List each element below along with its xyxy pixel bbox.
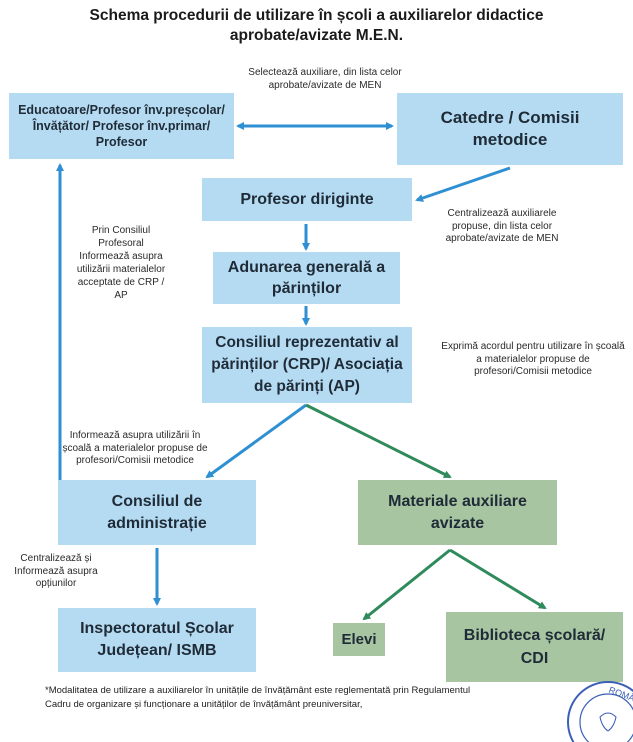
title-line-1: Schema procedurii de utilizare în școli … (89, 7, 544, 24)
box-profesor-diriginte: Profesor diriginte (202, 178, 412, 221)
diagram-title: Schema procedurii de utilizare în școli … (0, 6, 633, 46)
official-seal-icon: ROMÂNIA (567, 681, 633, 742)
box-elevi: Elevi (333, 623, 385, 656)
note-exprima-acordul: Exprimă acordul pentru utilizare în școa… (441, 341, 625, 377)
box-catedre: Catedre / Comisii metodice (397, 93, 623, 165)
footnote: *Modalitatea de utilizare a auxiliarelor… (45, 684, 470, 712)
box-adunarea-generala: Adunarea generală a părinților (213, 252, 400, 304)
title-line-2: aprobate/avizate M.E.N. (229, 27, 404, 44)
box-consiliul-administratie: Consiliul de administrație (58, 480, 256, 545)
box-biblioteca: Biblioteca școlară/ CDI (446, 612, 623, 682)
arrow-crp-administratie (205, 403, 307, 479)
note-centralizeaza: Centralizează auxiliarele propuse, din l… (445, 208, 559, 244)
box-inspectorat: Inspectoratul Școlar Județean/ ISMB (58, 608, 256, 672)
note-prin-consiliul: Prin Consiliul Profesoral Informează asu… (76, 225, 166, 301)
note-selecteaza: Selectează auxiliare, din lista celor ap… (248, 67, 402, 91)
footnote-line-1: *Modalitatea de utilizare a auxiliarelor… (45, 685, 471, 696)
box-materiale-auxiliare: Materiale auxiliare avizate (358, 480, 557, 545)
arrow-materiale-elevi (362, 548, 451, 621)
arrow-materiale-biblioteca (449, 548, 547, 610)
arrow-crp-materiale (305, 403, 452, 479)
box-consiliul-reprezentativ: Consiliul reprezentativ al părinților (C… (202, 327, 412, 403)
box-educatoare: Educatoare/Profesor înv.preșcolar/Învăță… (9, 93, 234, 159)
note-informeaza: Informează asupra utilizării în școală a… (62, 430, 208, 466)
footnote-line-2: Cadru de organizare și funcționare a uni… (45, 699, 363, 710)
note-centralizeaza-informeaza: Centralizează și Informează asupra opțiu… (14, 553, 98, 589)
arrow-catedre-diriginte (415, 166, 511, 202)
arrows-layer (56, 122, 547, 621)
